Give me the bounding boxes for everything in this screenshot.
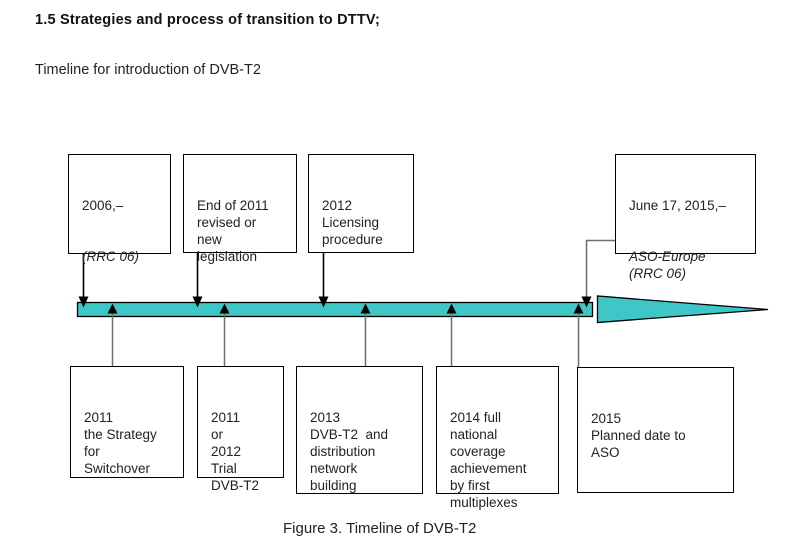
milestone-box-2014-coverage: 2014 full national coverage achievement … (436, 366, 559, 510)
milestone-box-2006-rrc06: 2006,– (RRC 06) (68, 154, 171, 264)
figure-intro-text: Timeline for introduction of DVB-T2 (35, 62, 261, 78)
timeline-bar (76, 301, 594, 318)
up-arrow-icon (107, 303, 118, 314)
milestone-box-end-2011-legislation: End of 2011 revised or new legislation (183, 154, 297, 264)
box-text: 2011 or 2012 Trial DVB-T2 (211, 410, 260, 493)
up-arrow-icon (360, 303, 371, 314)
milestone-box-2013-network: 2013 DVB-T2 and distribution network bui… (296, 366, 423, 494)
box-text-italic: (RRC 06) (82, 249, 140, 264)
box-text: 2011 the Strategy for Switchover (84, 410, 157, 476)
milestone-box-june-2015-aso-europe: June 17, 2015,– ASO-Europe (RRC 06) (615, 154, 756, 281)
down-arrow-icon (581, 296, 592, 308)
elbow-connector-line (585, 239, 616, 299)
up-arrow-icon (573, 303, 584, 314)
up-arrow-icon (219, 303, 230, 314)
section-heading: 1.5 Strategies and process of transition… (35, 12, 380, 28)
milestone-box-2011-strategy: 2011 the Strategy for Switchover (70, 366, 184, 478)
box-text: 2012 Licensing procedure (322, 198, 383, 247)
box-text: 2006,– (82, 198, 124, 213)
box-text: End of 2011 revised or new legislation (197, 198, 269, 264)
down-arrow-icon (318, 296, 329, 308)
box-text: 2014 full national coverage achievement … (450, 410, 527, 510)
milestone-box-2012-licensing: 2012 Licensing procedure (308, 154, 414, 253)
figure-caption: Figure 3. Timeline of DVB-T2 (283, 520, 477, 537)
up-arrow-icon (446, 303, 457, 314)
box-text-italic: ASO-Europe (RRC 06) (629, 249, 706, 281)
box-text: 2013 DVB-T2 and distribution network bui… (310, 410, 389, 493)
milestone-box-2011-2012-trial: 2011 or 2012 Trial DVB-T2 (197, 366, 284, 493)
box-text: June 17, 2015,– (629, 198, 726, 213)
milestone-box-2015-aso: 2015 Planned date to ASO (577, 367, 734, 493)
box-text: 2015 Planned date to ASO (591, 411, 686, 460)
